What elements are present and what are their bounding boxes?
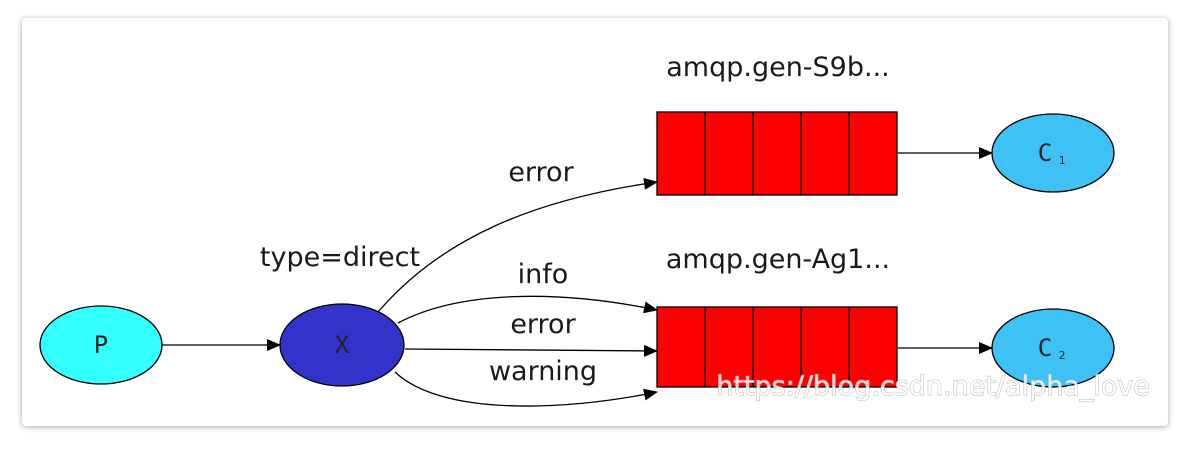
queue1-body bbox=[656, 111, 898, 196]
queue1-binding-error: error bbox=[508, 157, 574, 188]
exchange-type-label: type=direct bbox=[260, 242, 420, 273]
exchange-node bbox=[279, 303, 405, 387]
consumer2-subscript: 2 bbox=[1059, 349, 1066, 362]
queue2 bbox=[656, 306, 898, 388]
watermark-text: https://blog.csdn.net/alpha_love bbox=[716, 371, 1150, 402]
queue2-binding-warning: warning bbox=[489, 356, 597, 387]
edge-exchange-queue2-error bbox=[404, 344, 658, 357]
queue2-binding-error: error bbox=[510, 309, 576, 340]
queue2-name: amqp.gen-Ag1... bbox=[666, 244, 890, 275]
producer-label: P bbox=[94, 331, 108, 359]
consumer1-label: C bbox=[1038, 139, 1052, 167]
exchange-label: X bbox=[335, 331, 350, 359]
edge-exchange-queue1-error bbox=[377, 177, 658, 313]
queue1-name: amqp.gen-S9b... bbox=[666, 52, 890, 83]
edge-exchange-queue2-info bbox=[397, 295, 658, 324]
consumer2-node bbox=[991, 308, 1115, 388]
consumer1-node bbox=[991, 113, 1115, 193]
diagram-card bbox=[22, 18, 1168, 426]
queue2-binding-info: info bbox=[518, 259, 569, 290]
queue2-body bbox=[656, 306, 898, 388]
edge-exchange-queue2-warning bbox=[394, 371, 658, 407]
consumer1-subscript: 1 bbox=[1059, 154, 1066, 167]
producer-node bbox=[39, 305, 163, 385]
queue1 bbox=[656, 111, 898, 196]
consumer2-label: C bbox=[1038, 334, 1052, 362]
